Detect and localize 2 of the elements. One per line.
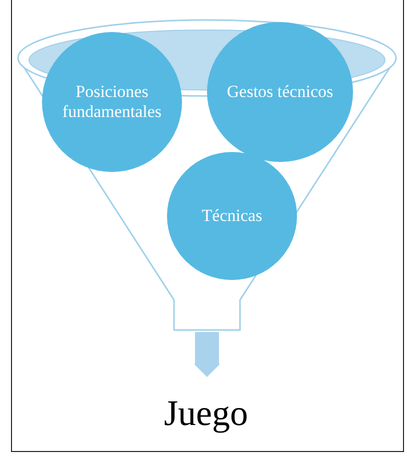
block-arrow [194, 332, 220, 377]
result-text: Juego [106, 388, 306, 438]
